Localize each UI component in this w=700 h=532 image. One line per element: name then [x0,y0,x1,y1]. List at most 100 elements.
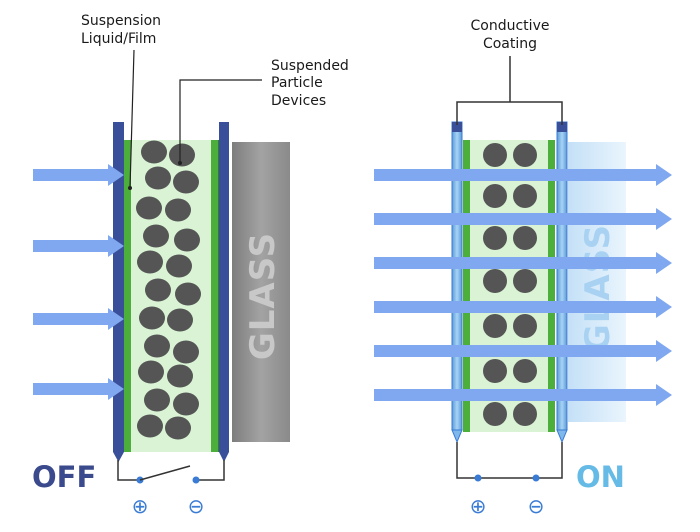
light-arrow-on-shaft [374,345,658,357]
particles-label-line3: Devices [271,93,326,109]
particle-off [145,166,171,190]
minus-terminal-on: ⊖ [528,494,545,518]
light-arrow-on-head [656,164,672,186]
light-arrow-on [374,252,672,274]
light-arrow-on-shaft [374,213,658,225]
film-stripe-left-on [463,140,470,432]
light-arrow-on [374,208,672,230]
particle-off [144,388,170,412]
callouts-off: Suspension Liquid/Film Suspended Particl… [81,13,349,190]
particle-group-on [483,143,537,426]
glass-label-off: GLASS [243,232,283,360]
suspension-leader-dot [128,186,132,190]
light-arrows-off [33,164,124,400]
particle-off [166,254,192,278]
particle-off [137,250,163,274]
particle-off [167,364,193,388]
light-arrow-on-shaft [374,257,658,269]
coating-cap-right [557,122,567,132]
light-arrow-on [374,164,672,186]
light-arrow-off-shaft [33,169,110,181]
off-panel: GLASS ⊕ ⊖ OFF [32,122,290,518]
off-state-label: OFF [32,460,96,494]
particle-on [483,402,507,426]
plus-terminal-on: ⊕ [470,494,487,518]
light-arrow-on-shaft [374,389,658,401]
electrode-left-on [451,121,463,431]
particle-off [175,282,201,306]
closed-contact-left [474,474,482,482]
particle-off [165,416,191,440]
particle-on [483,184,507,208]
light-arrow-on [374,340,672,362]
suspension-film-off [124,140,218,452]
light-arrow-on [374,296,672,318]
circuit-wire-on [456,442,563,479]
on-panel: GLASS Conductive Coating ⊕ ⊖ ON [374,18,672,518]
film-stripe-right-on [548,140,555,432]
minus-terminal-off: ⊖ [188,494,205,518]
coating-label-line1: Conductive [471,18,550,34]
coating-cap-left [452,122,462,132]
light-arrow-on-head [656,340,672,362]
electrode-right-off [219,122,229,452]
particle-on [513,143,537,167]
light-arrows-on [374,164,672,406]
light-arrow-on-head [656,296,672,318]
particle-off [173,340,199,364]
particle-off [165,198,191,222]
particle-on [483,143,507,167]
electrode-tip-right-off [219,452,229,462]
suspension-leader-line [129,49,135,189]
electrode-left-off [113,122,124,452]
light-arrow-off-head [108,235,124,257]
particle-on [483,359,507,383]
light-arrow-off [33,378,124,400]
electrode-tip-left-off [113,452,124,462]
light-arrow-off-head [108,378,124,400]
plus-terminal-off: ⊕ [132,494,149,518]
particle-on [513,402,537,426]
light-arrow-off [33,164,124,186]
particle-on [483,269,507,293]
suspension-film-on [463,140,555,432]
circuit-wire-off [117,460,140,481]
electrode-right-on [556,121,568,431]
glass-label-on: GLASS [578,224,618,352]
particles-leader-dot [178,161,182,165]
particle-off [145,278,171,302]
light-arrow-off [33,235,124,257]
particles-label-line2: Particle [271,75,323,91]
particle-on [513,269,537,293]
particle-on [513,359,537,383]
on-state-label: ON [576,460,625,494]
particle-off [169,143,195,167]
particle-group-off [136,140,201,440]
light-arrow-on-head [656,208,672,230]
film-stripe-left-off [124,140,131,452]
electrode-tip-left-on [451,429,463,444]
film-stripe-right-off [211,140,218,452]
particle-off [138,360,164,384]
particles-label-line1: Suspended [271,58,349,74]
light-arrow-on-head [656,384,672,406]
particle-off [173,170,199,194]
light-arrow-on-head [656,252,672,274]
particle-off [167,308,193,332]
particle-off [144,334,170,358]
coating-label-line2: Coating [483,36,537,52]
closed-contact-right [532,474,540,482]
particle-on [513,184,537,208]
suspension-label-line2: Liquid/Film [81,31,156,47]
particle-off [137,414,163,438]
particle-off [173,392,199,416]
glass-pane-off [232,142,290,442]
light-arrow-off-head [108,164,124,186]
particle-on [483,314,507,338]
light-arrow-off-shaft [33,313,110,325]
light-arrow-on-shaft [374,169,658,181]
light-arrow-off [33,308,124,330]
particle-off [136,196,162,220]
